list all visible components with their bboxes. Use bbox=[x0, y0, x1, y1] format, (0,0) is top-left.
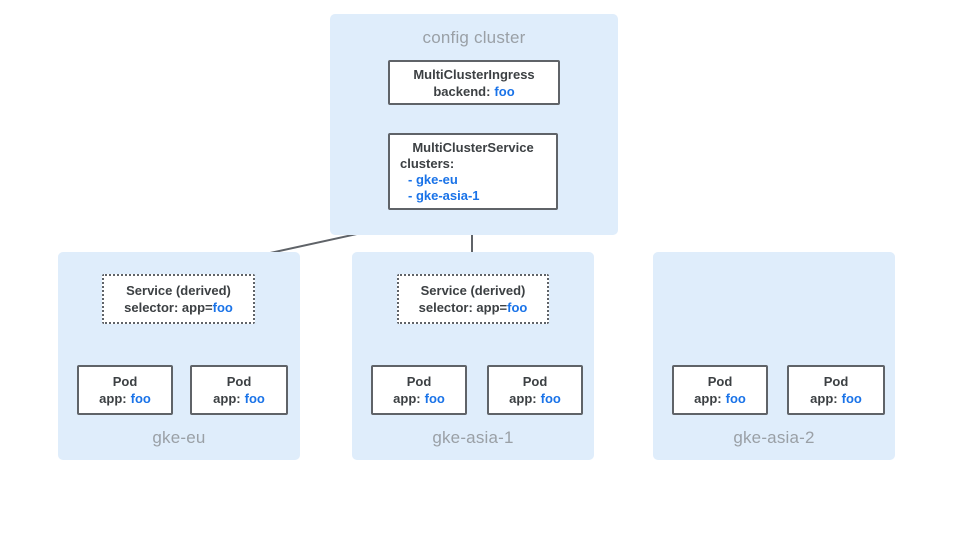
pod-title: Pod bbox=[226, 374, 252, 389]
pod-app-label: app:foo bbox=[99, 391, 151, 406]
cluster-name-gke-asia-1: gke-asia-1 bbox=[432, 428, 514, 447]
multiclusteringress-title: MultiClusterIngress bbox=[413, 66, 535, 82]
cluster-panel-gke-asia-1: Service (derived) selector: app=foo Pod … bbox=[352, 252, 594, 460]
pod-box: Pod app:foo bbox=[371, 365, 467, 415]
pod-title: Pod bbox=[406, 374, 432, 389]
derived-service-box: Service (derived) selector: app=foo bbox=[397, 274, 549, 324]
multiclusterservice-title: MultiClusterService bbox=[412, 139, 534, 155]
pod-box: Pod app:foo bbox=[487, 365, 583, 415]
pod-box: Pod app:foo bbox=[190, 365, 288, 415]
derived-service-selector: selector: app=foo bbox=[124, 300, 233, 315]
config-cluster-title: config cluster bbox=[422, 28, 526, 47]
pod-title: Pod bbox=[112, 374, 138, 389]
derived-service-title: Service (derived) bbox=[420, 283, 526, 298]
derived-service-box: Service (derived) selector: app=foo bbox=[102, 274, 255, 324]
pod-app-label: app:foo bbox=[393, 391, 445, 406]
pod-title: Pod bbox=[823, 374, 849, 389]
multiclusterservice-box: MultiClusterService clusters: - gke-eu -… bbox=[388, 133, 558, 210]
config-cluster-panel: config cluster MultiClusterIngress backe… bbox=[330, 14, 618, 235]
multiclusteringress-backend: backend:foo bbox=[433, 83, 515, 99]
derived-service-selector: selector: app=foo bbox=[418, 300, 528, 315]
multiclusterservice-cluster-item: - gke-asia-1 bbox=[408, 187, 480, 203]
cluster-name-gke-eu: gke-eu bbox=[152, 428, 206, 447]
pod-box: Pod app:foo bbox=[787, 365, 885, 415]
pod-title: Pod bbox=[522, 374, 548, 389]
pod-app-label: app:foo bbox=[213, 391, 265, 406]
multiclusteringress-box: MultiClusterIngress backend:foo bbox=[388, 60, 560, 105]
cluster-name-gke-asia-2: gke-asia-2 bbox=[733, 428, 815, 447]
cluster-panel-gke-eu: Service (derived) selector: app=foo Pod … bbox=[58, 252, 300, 460]
pod-app-label: app:foo bbox=[509, 391, 561, 406]
pod-title: Pod bbox=[707, 374, 733, 389]
pod-app-label: app:foo bbox=[694, 391, 746, 406]
pod-box: Pod app:foo bbox=[77, 365, 173, 415]
pod-box: Pod app:foo bbox=[672, 365, 768, 415]
derived-service-title: Service (derived) bbox=[126, 283, 231, 298]
multiclusterservice-cluster-item: - gke-eu bbox=[408, 171, 458, 187]
pod-app-label: app:foo bbox=[810, 391, 862, 406]
multiclusterservice-clusters-label: clusters: bbox=[400, 155, 455, 171]
cluster-panel-gke-asia-2: Pod app:foo Pod app:foo gke-asia-2 bbox=[653, 252, 895, 460]
